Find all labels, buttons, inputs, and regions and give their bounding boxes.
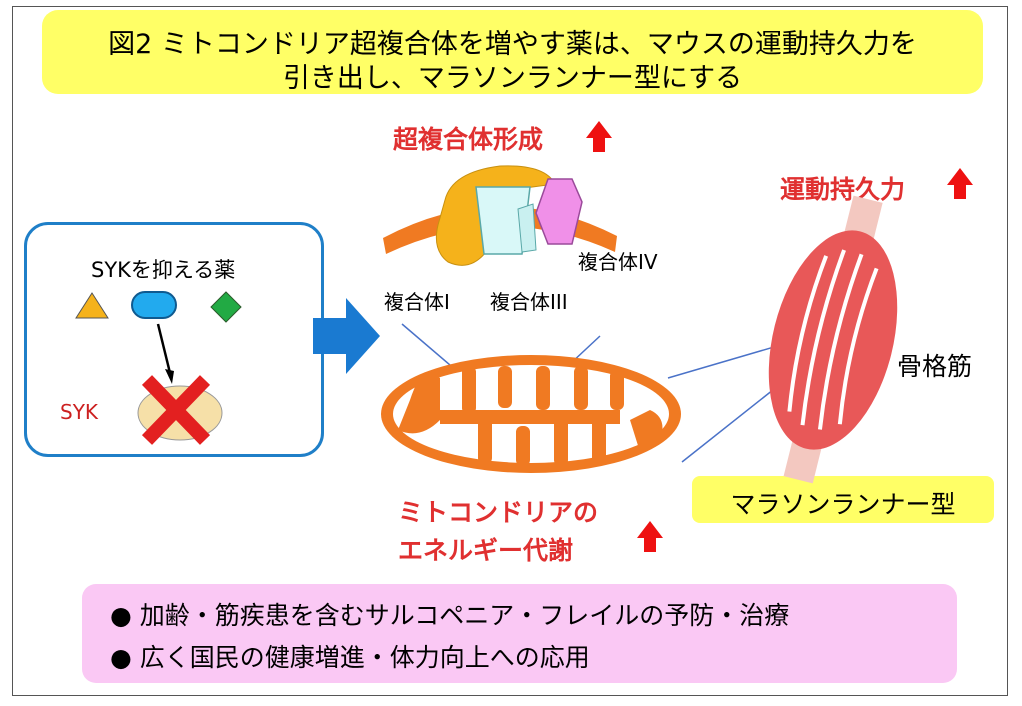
outcome-text-2: 広く国民の健康増進・体力向上への応用 xyxy=(139,643,590,672)
marathon-type-badge: マラソンランナー型 xyxy=(692,476,994,523)
mito-label-line-1: ミトコンドリアの xyxy=(398,498,599,527)
drug-heading: SYKを抑える薬 xyxy=(91,258,236,282)
complex3-shape xyxy=(475,186,531,255)
mitochondrion-cristae xyxy=(398,366,663,466)
outcome-item-1: ● 加齢・筋疾患を含むサルコペニア・フレイルの予防・治療 xyxy=(110,601,790,630)
complex4-shape xyxy=(535,178,583,245)
complex3-label: 複合体III xyxy=(490,290,568,314)
outcome-text-1: 加齢・筋疾患を含むサルコペニア・フレイルの予防・治療 xyxy=(139,601,790,630)
inhibition-arrowhead xyxy=(165,369,174,384)
skeletal-muscle-icon xyxy=(768,195,898,484)
block-x-icon xyxy=(141,375,211,445)
mito-label-line-2: エネルギー代謝 xyxy=(398,536,574,565)
complex1-label: 複合体I xyxy=(384,290,450,314)
diamond-drug-icon xyxy=(210,291,242,323)
marathon-type-label: マラソンランナー型 xyxy=(730,490,956,519)
outcomes-box: ● 加齢・筋疾患を含むサルコペニア・フレイルの予防・治療 ● 広く国民の健康増進… xyxy=(82,584,957,683)
outcome-item-2: ● 広く国民の健康増進・体力向上への応用 xyxy=(110,643,590,672)
muscle-label: 骨格筋 xyxy=(897,352,973,381)
complex3-side-shape xyxy=(517,203,537,253)
title-banner: 図2 ミトコンドリア超複合体を増やす薬は、マウスの運動持久力を 引き出し、マラソ… xyxy=(42,10,983,94)
supercomplex-heading: 超複合体形成 xyxy=(393,125,544,154)
supercomplex-up-arrow xyxy=(586,121,612,152)
inhibition-arrow xyxy=(156,323,172,374)
big-blue-arrow xyxy=(313,298,380,374)
title-line-1: 図2 ミトコンドリア超複合体を増やす薬は、マウスの運動持久力を xyxy=(108,29,917,60)
endurance-up-arrow xyxy=(947,168,973,199)
metabolism-up-arrow xyxy=(637,521,663,552)
capsule-drug-icon xyxy=(131,291,177,319)
complex4-label: 複合体IV xyxy=(578,250,658,274)
syk-label: SYK xyxy=(60,400,99,424)
title-line-2: 引き出し、マラソンランナー型にする xyxy=(282,63,743,94)
endurance-label: 運動持久力 xyxy=(780,175,906,204)
triangle-drug-icon xyxy=(75,292,109,319)
drug-panel xyxy=(24,222,324,457)
